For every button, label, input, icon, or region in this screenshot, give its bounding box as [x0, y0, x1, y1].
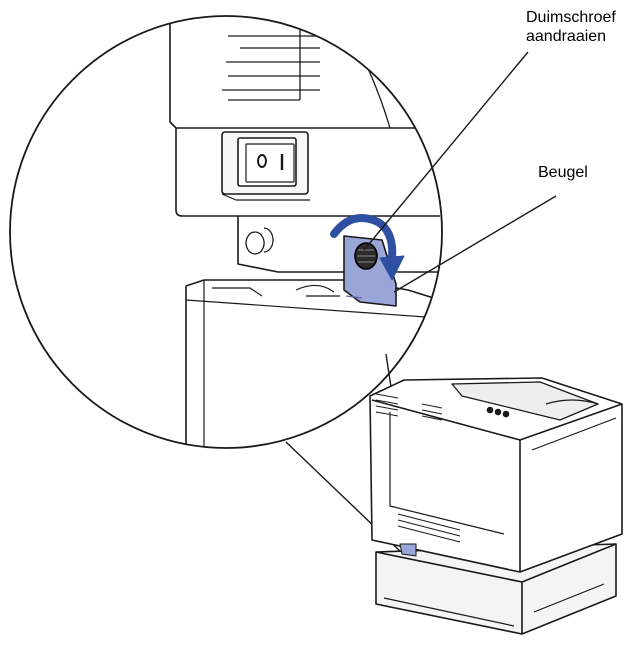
thumbscrew-callout-line2: aandraaien [526, 28, 607, 45]
thumbscrew-leader [363, 51, 529, 251]
thumbscrew [354, 242, 378, 270]
thumbscrew-callout-line1: Duimschroef [526, 9, 616, 26]
zoom-detail [9, 15, 443, 449]
bracket-closeup [330, 214, 405, 307]
callout-leaders [363, 51, 557, 293]
thumbscrew-callout-label: Duimschroef aandraaien [526, 8, 626, 46]
bracket-leader [393, 195, 557, 293]
vent-slots [222, 30, 320, 101]
bracket-callout-label: Beugel [538, 164, 588, 181]
printer-overview [369, 377, 623, 635]
power-switch [221, 131, 310, 201]
printer-main-body [369, 377, 623, 573]
tighten-arrow-icon [330, 214, 405, 281]
